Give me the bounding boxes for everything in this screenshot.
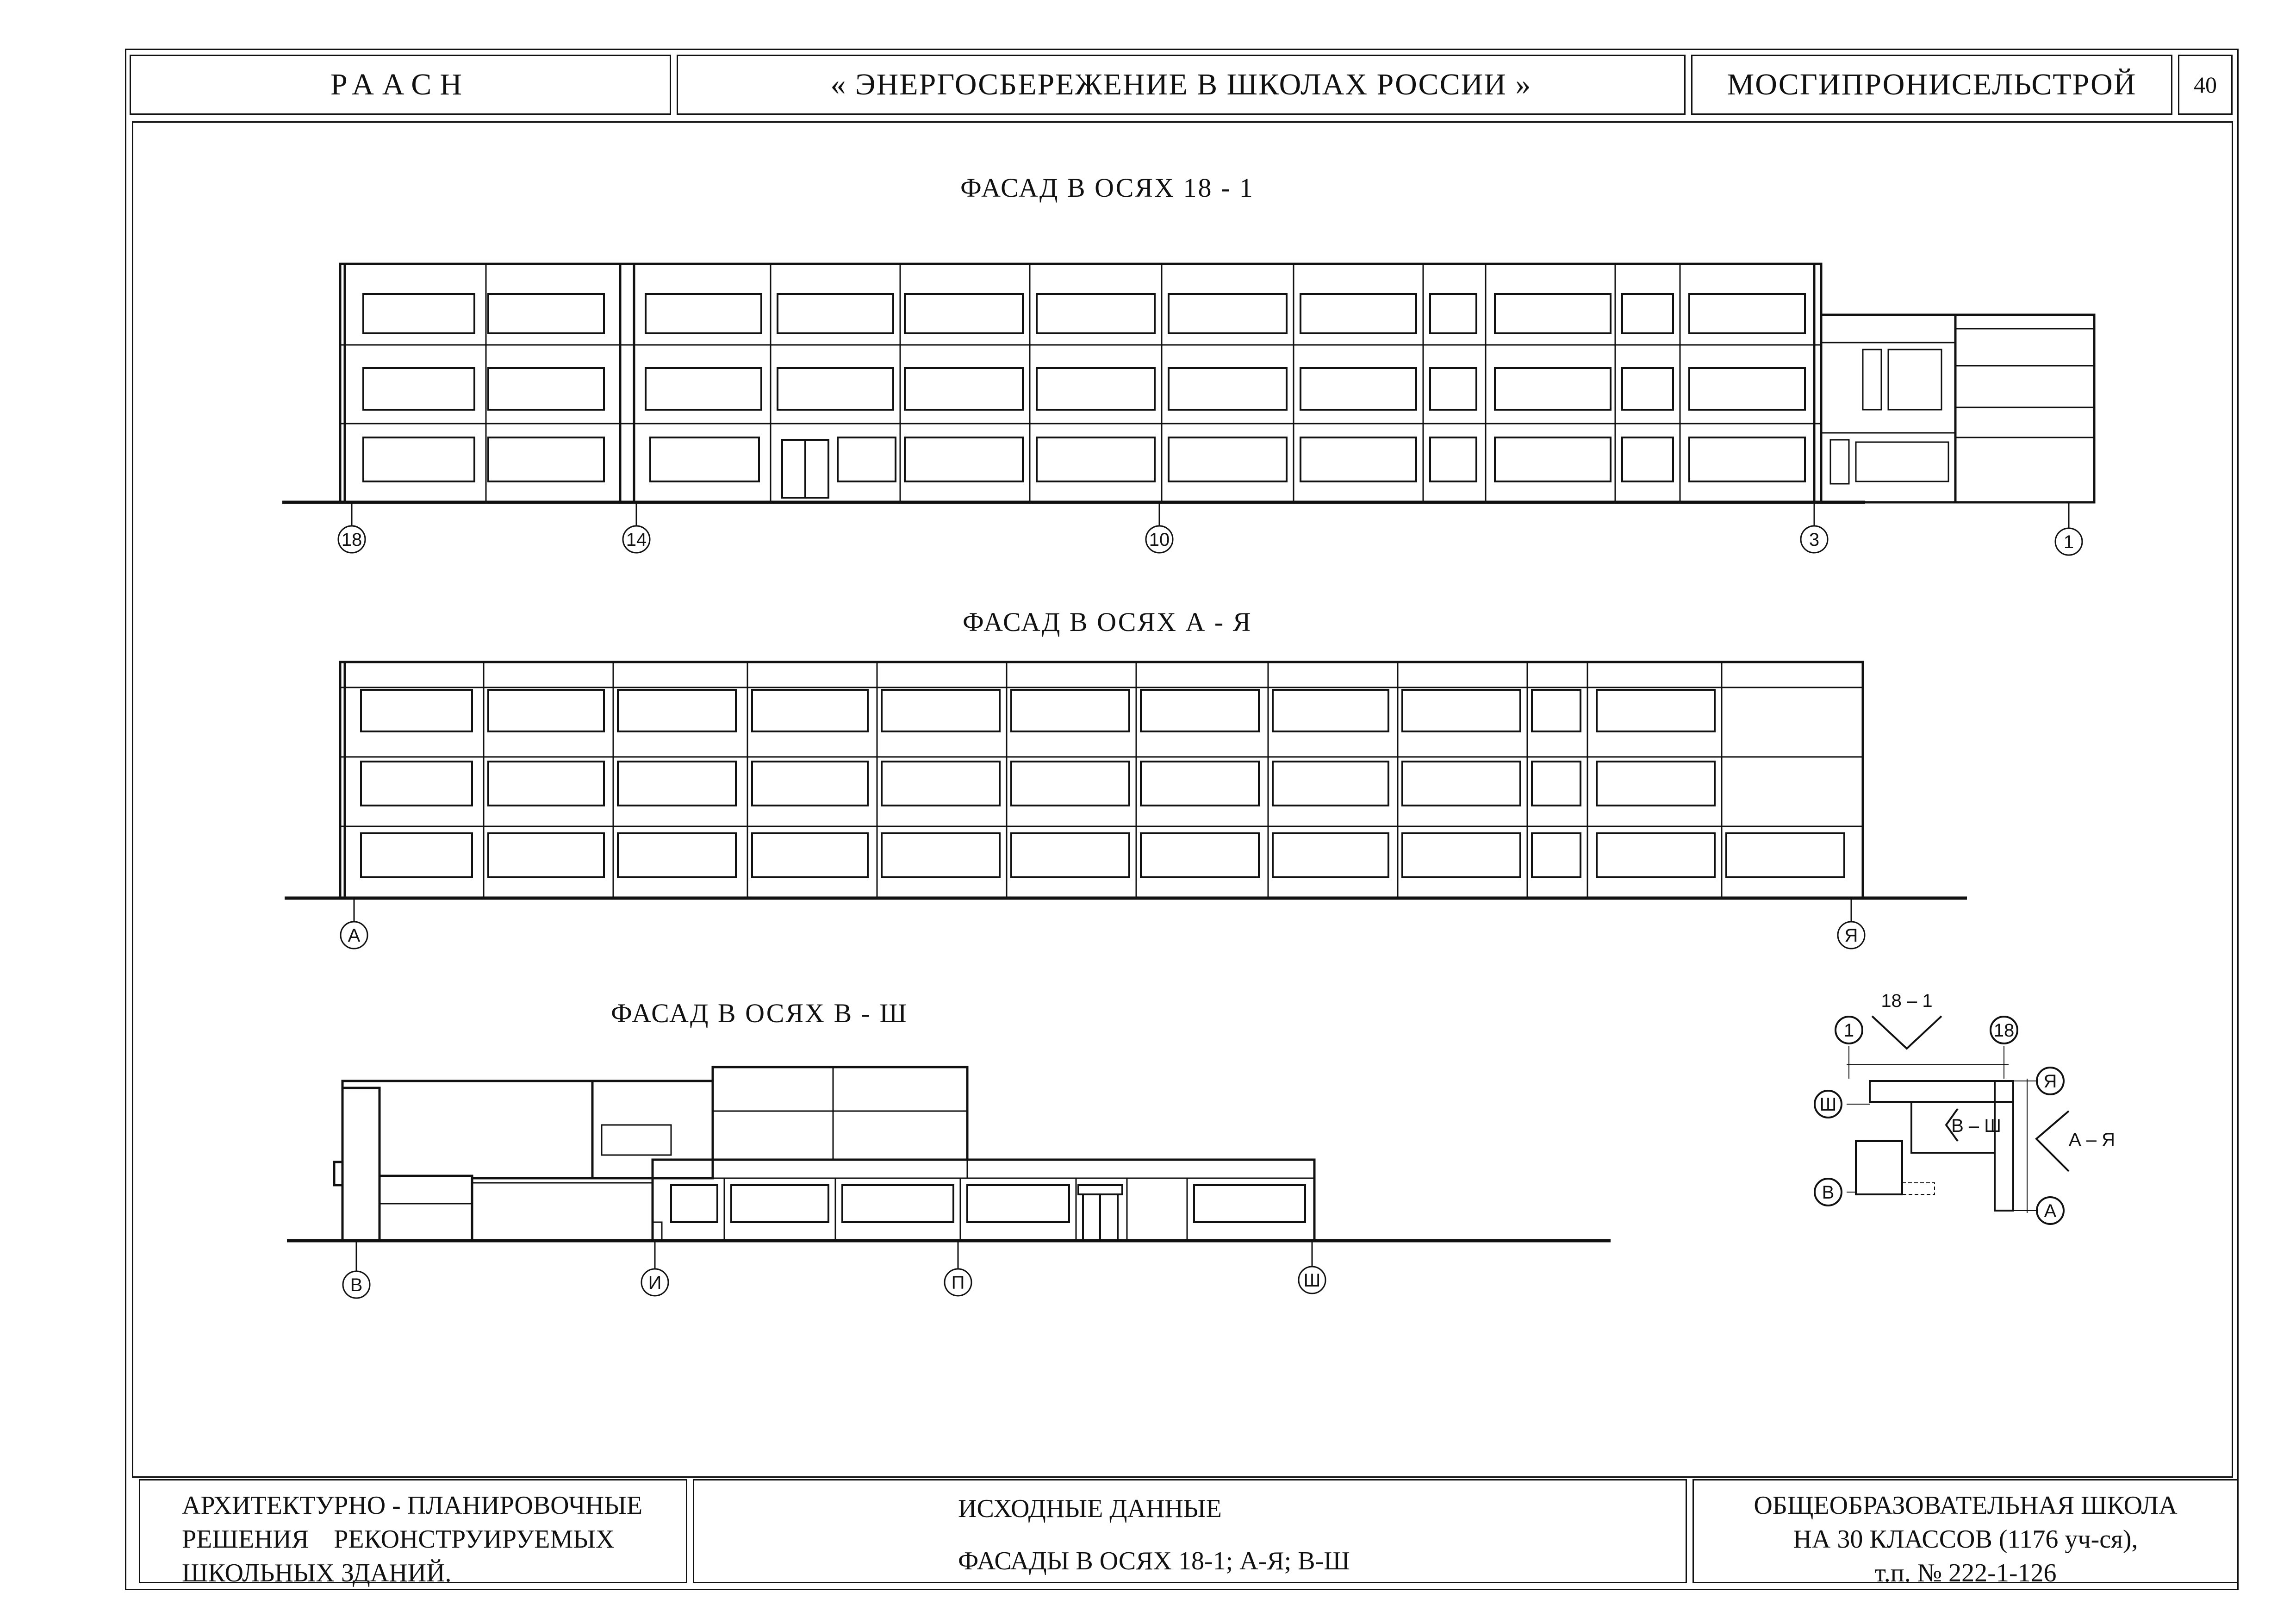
footer-right-line: т.п. № 222-1-126 bbox=[1874, 1558, 2057, 1587]
axis-label: А bbox=[348, 925, 361, 946]
key-plan: 18 – 1 В – Ш А – Я 1 18 Я Ш В А bbox=[1814, 991, 2115, 1225]
axis-label: 3 bbox=[1809, 530, 1819, 550]
footer-left-line: РЕШЕНИЯ РЕКОНСТРУИРУЕМЫХ bbox=[182, 1524, 615, 1554]
key-plan-view-label: А – Я bbox=[2069, 1130, 2115, 1150]
facade-18-1: 18 14 10 3 1 bbox=[282, 262, 2096, 556]
header-program: « ЭНЕРГОСБЕРЕЖЕНИЕ В ШКОЛАХ РОССИИ » bbox=[830, 68, 1532, 101]
footer-right-line: ОБЩЕОБРАЗОВАТЕЛЬНАЯ ШКОЛА bbox=[1754, 1491, 2178, 1520]
footer-center-line: ФАСАДЫ В ОСЯХ 18-1; А-Я; В-Ш bbox=[958, 1546, 1350, 1575]
axis-label: 18 bbox=[342, 530, 362, 550]
drawing-area bbox=[132, 121, 2233, 1478]
header-program-cell: « ЭНЕРГОСБЕРЕЖЕНИЕ В ШКОЛАХ РОССИИ » bbox=[677, 55, 1686, 115]
footer-right-line: НА 30 КЛАССОВ (1176 уч-ся), bbox=[1793, 1524, 2138, 1554]
footer-center-line: ИСХОДНЫЕ ДАННЫЕ bbox=[958, 1494, 1222, 1523]
header-institute: МОСГИПРОНИСЕЛЬСТРОЙ bbox=[1727, 68, 2137, 101]
axis-label: 14 bbox=[626, 530, 647, 550]
facade-a-ya: А Я bbox=[285, 661, 1967, 949]
page-number-cell: 40 bbox=[2178, 55, 2233, 115]
axis-label: В bbox=[350, 1275, 363, 1295]
axis-label: 1 bbox=[2064, 532, 2074, 552]
facade-title-18-1: ФАСАД В ОСЯХ 18 - 1 bbox=[960, 173, 1254, 203]
key-plan-axis: 18 bbox=[1994, 1020, 2015, 1041]
axis-label: И bbox=[648, 1273, 662, 1293]
header-org: РААСН bbox=[330, 68, 470, 101]
key-plan-axis: А bbox=[2044, 1201, 2057, 1221]
key-plan-axis: Я bbox=[2044, 1071, 2057, 1092]
sheet-frame bbox=[125, 49, 2239, 1590]
header-org-cell: РААСН bbox=[130, 55, 671, 115]
key-plan-view-label: В – Ш bbox=[1951, 1116, 2001, 1136]
key-plan-axis: Ш bbox=[1820, 1094, 1837, 1115]
footer-left-line: ШКОЛЬНЫХ ЗДАНИЙ. bbox=[182, 1558, 452, 1587]
key-plan-view-label: 18 – 1 bbox=[1881, 991, 1932, 1011]
facade-v-sh: В И П Ш bbox=[287, 1066, 1611, 1299]
footer-left-line: АРХИТЕКТУРНО - ПЛАНИРОВОЧНЫЕ bbox=[182, 1491, 643, 1520]
axis-label: Я bbox=[1845, 925, 1858, 946]
key-plan-axis: 1 bbox=[1844, 1020, 1854, 1041]
axis-label: П bbox=[952, 1273, 965, 1293]
page-number: 40 bbox=[2194, 72, 2217, 98]
facade-title-a-ya: ФАСАД В ОСЯХ А - Я bbox=[963, 607, 1252, 637]
facade-title-v-sh: ФАСАД В ОСЯХ В - Ш bbox=[611, 998, 908, 1028]
axis-label: Ш bbox=[1304, 1270, 1321, 1291]
key-plan-axis: В bbox=[1822, 1182, 1835, 1203]
header-institute-cell: МОСГИПРОНИСЕЛЬСТРОЙ bbox=[1691, 55, 2172, 115]
footer-left: АРХИТЕКТУРНО - ПЛАНИРОВОЧНЫЕ РЕШЕНИЯ РЕК… bbox=[139, 1479, 687, 1587]
axis-label: 10 bbox=[1149, 530, 1170, 550]
footer-center: ИСХОДНЫЕ ДАННЫЕ ФАСАДЫ В ОСЯХ 18-1; А-Я;… bbox=[693, 1479, 1687, 1583]
footer-right: ОБЩЕОБРАЗОВАТЕЛЬНАЯ ШКОЛА НА 30 КЛАССОВ … bbox=[1692, 1479, 2239, 1587]
